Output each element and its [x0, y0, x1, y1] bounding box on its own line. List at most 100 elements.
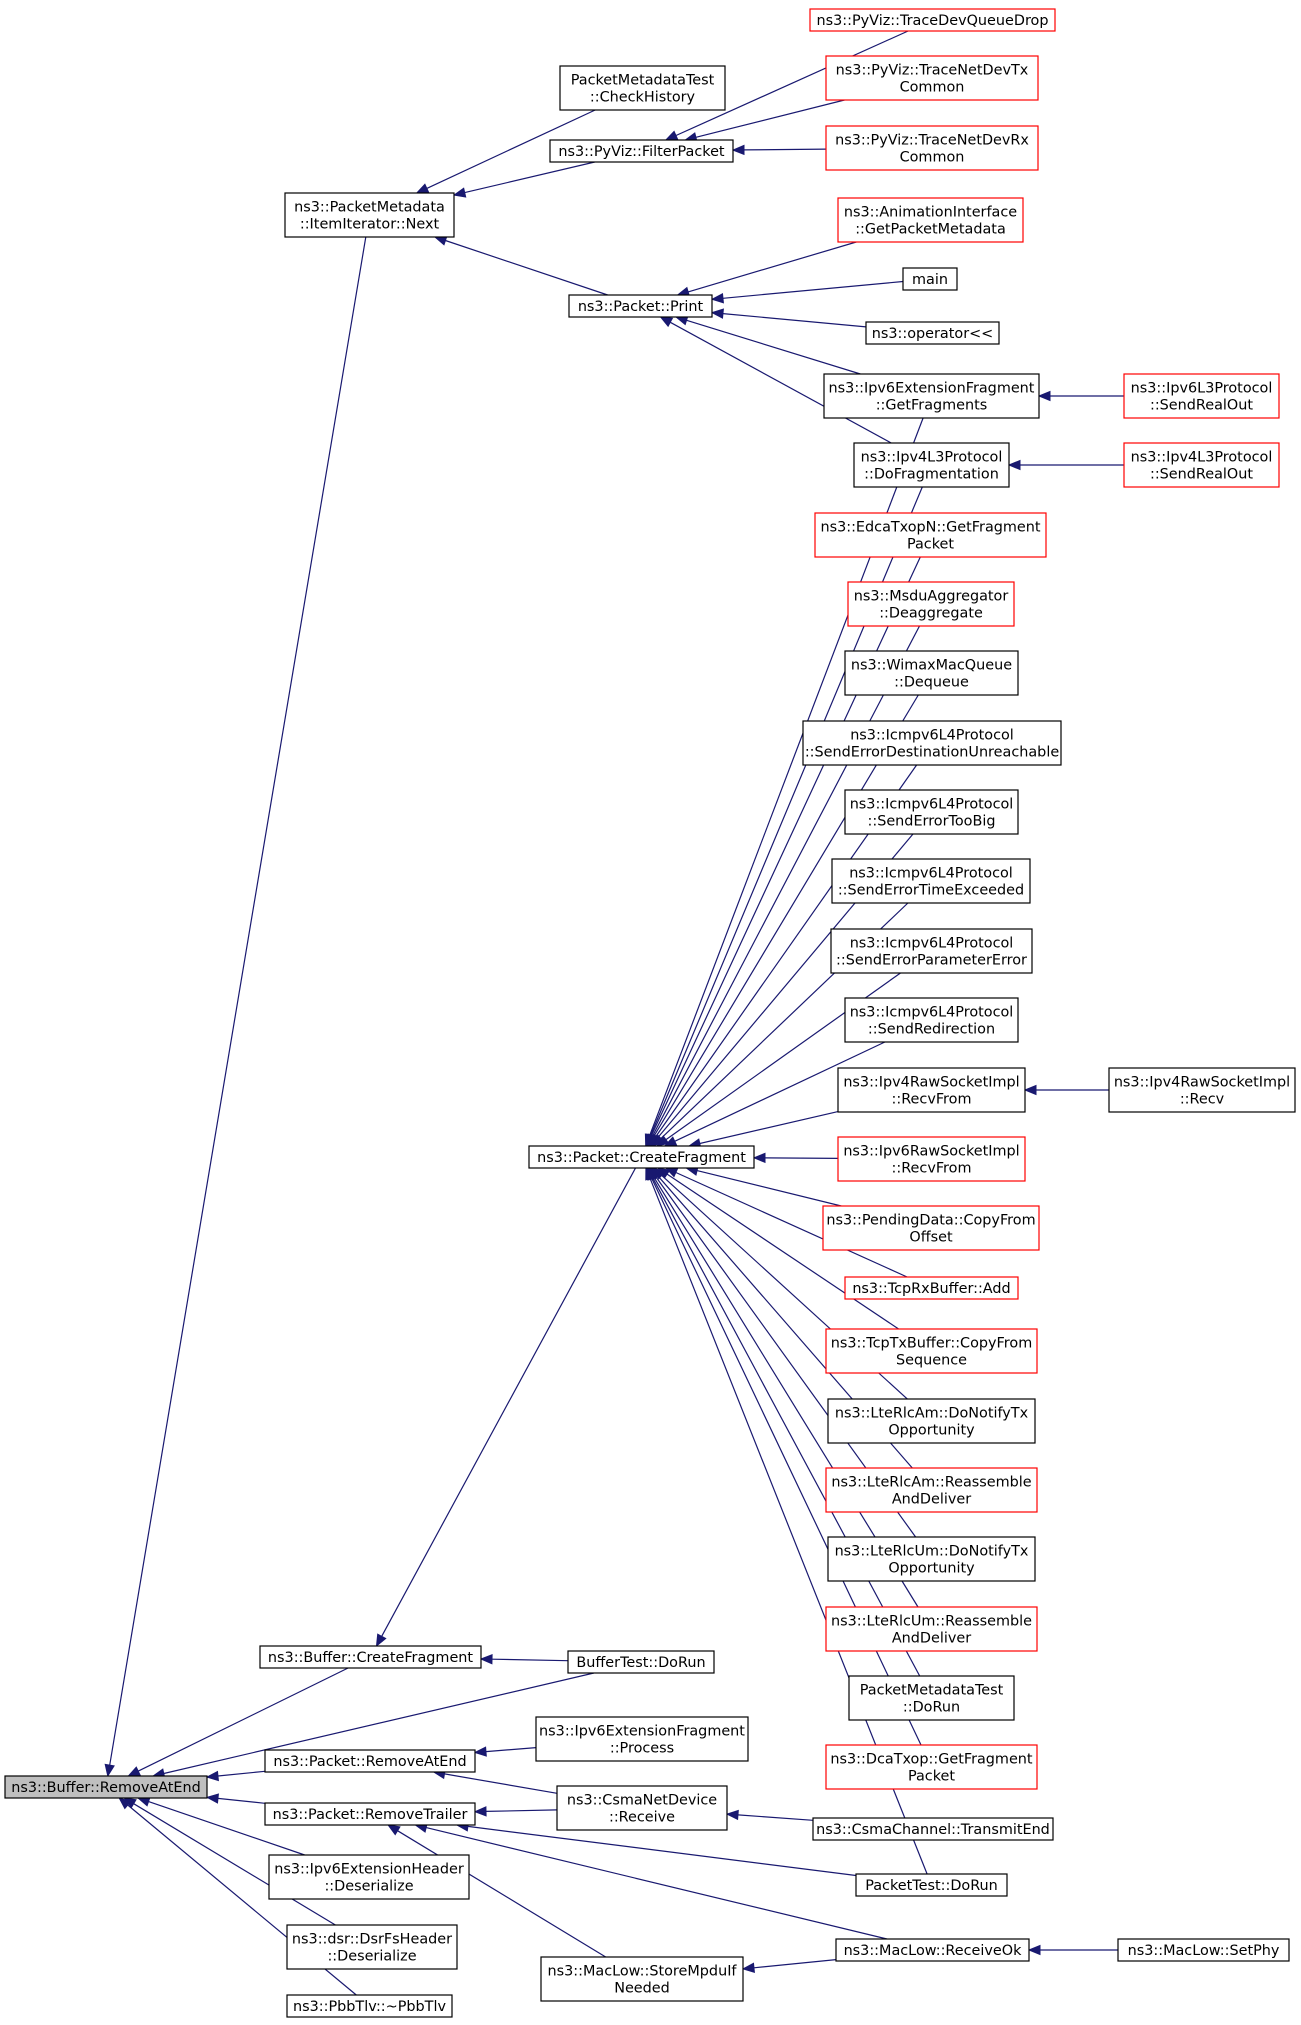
node-ipv4-raw-socket-recv[interactable]: ns3::Ipv4RawSocketImpl::Recv [1108, 1067, 1296, 1113]
node-icmpv6-send-redirection[interactable]: ns3::Icmpv6L4Protocol::SendRedirection [844, 997, 1019, 1043]
edge-ipv6_extension_fragment_process-to-packet_remove_at_end [473, 1746, 537, 1757]
edge-mac_low_receive_ok-to-mac_low_store_mpdu_if_needed [741, 1959, 837, 1973]
edge-packet_remove_at_end-to-buffer_remove_at_end [205, 1770, 266, 1782]
node-label-line: ns3::Buffer::RemoveAtEnd [11, 1780, 201, 1796]
node-box [844, 789, 1019, 835]
edge-line [467, 1825, 857, 1877]
node-label-line: ::Process [610, 1741, 674, 1757]
edge-pyviz_trace_net_dev_rx_common-to-pyviz_filter_packet [731, 144, 827, 156]
node-box [264, 1802, 476, 1826]
node-label-line: PacketMetadataTest [571, 73, 715, 89]
node-box [559, 65, 726, 111]
edge-arrowhead [1007, 459, 1021, 471]
node-ipv6-extension-header-deserialize[interactable]: ns3::Ipv6ExtensionHeader::Deserialize [268, 1854, 470, 1900]
node-animation-interface-get-packet-metadata[interactable]: ns3::AnimationInterface::GetPacketMetada… [837, 197, 1024, 243]
node-buffer-test-do-run[interactable]: BufferTest::DoRun [567, 1650, 715, 1674]
node-wimax-mac-queue-dequeue[interactable]: ns3::WimaxMacQueue::Dequeue [844, 650, 1019, 696]
node-layer: ns3::Buffer::RemoveAtEnd ns3::PacketMetad… [4, 8, 1296, 2018]
node-packet-metadata-test-do-run[interactable]: PacketMetadataTest::DoRun [848, 1675, 1015, 1721]
node-msdu-aggregator-deaggregate[interactable]: ns3::MsduAggregator::Deaggregate [847, 581, 1015, 627]
edge-packet_metadata_test_check_history-to-packet_metadata_item_iterator_next [415, 109, 596, 194]
edge-line [485, 1747, 537, 1753]
node-ipv6-raw-socket-recv-from[interactable]: ns3::Ipv6RawSocketImpl::RecvFrom [837, 1136, 1026, 1182]
node-box [825, 1328, 1038, 1374]
edge-line [426, 1827, 888, 1940]
node-ipv6l3-send-real-out[interactable]: ns3::Ipv6L3Protocol::SendRealOut [1123, 373, 1280, 419]
node-pyviz-trace-dev-queue-drop[interactable]: ns3::PyViz::TraceDevQueueDrop [809, 8, 1056, 32]
node-ipv4-raw-socket-recv-from[interactable]: ns3::Ipv4RawSocketImpl::RecvFrom [837, 1067, 1026, 1113]
node-ipv4l3-do-fragmentation[interactable]: ns3::Ipv4L3Protocol::DoFragmentation [853, 442, 1010, 488]
node-label-line: Needed [614, 1981, 670, 1997]
node-buffer-remove-at-end[interactable]: ns3::Buffer::RemoveAtEnd [4, 1775, 208, 1799]
node-box [556, 1785, 728, 1831]
node-box [1123, 442, 1280, 488]
edge-arrowhead [725, 1809, 739, 1821]
node-label-line: ::RecvFrom [892, 1161, 972, 1177]
node-packet-metadata-item-iterator-next[interactable]: ns3::PacketMetadata::ItemIterator::Next [284, 192, 455, 238]
node-tcp-rx-buffer-add[interactable]: ns3::TcpRxBuffer::Add [844, 1276, 1019, 1300]
node-ipv4l3-send-real-out[interactable]: ns3::Ipv4L3Protocol::SendRealOut [1123, 442, 1280, 488]
edge-line [651, 625, 921, 1137]
node-label-line: ::ItemIterator::Next [300, 217, 440, 233]
node-box [535, 1716, 749, 1762]
node-icmpv6-send-error-parameter-error[interactable]: ns3::Icmpv6L4Protocol::SendErrorParamete… [830, 928, 1033, 974]
node-mac-low-set-phy[interactable]: ns3::MacLow::SetPhy [1117, 1938, 1290, 1962]
edge-line [444, 1773, 558, 1794]
edge-line [652, 1177, 921, 1677]
node-ipv6-extension-fragment-process[interactable]: ns3::Ipv6ExtensionFragment::Process [535, 1716, 749, 1762]
node-box [837, 1136, 1026, 1182]
node-box [268, 1854, 470, 1900]
node-packet-metadata-test-check-history[interactable]: PacketMetadataTest::CheckHistory [559, 65, 726, 111]
edge-arrowhead [752, 1152, 766, 1164]
edge-arrowhead [479, 1653, 493, 1665]
node-pbb-tlv-destructor[interactable]: ns3::PbbTlv::~PbbTlv [286, 1994, 453, 2018]
node-label-line: ns3::LteRlcUm::Reassemble [831, 1614, 1032, 1630]
edge-line [666, 1173, 899, 1330]
node-icmpv6-send-error-destination-unreachable[interactable]: ns3::Icmpv6L4Protocol::SendErrorDestinat… [802, 720, 1062, 766]
node-label-line: Opportunity [888, 1561, 975, 1577]
node-buffer-create-fragment[interactable]: ns3::Buffer::CreateFragment [259, 1645, 482, 1669]
edge-line [670, 321, 892, 444]
edge-csma_channel_transmit_end-to-csma_net_device_receive [725, 1809, 814, 1821]
node-label-line: Common [900, 150, 965, 166]
edge-arrowhead [710, 308, 724, 319]
node-packet-create-fragment[interactable]: ns3::Packet::CreateFragment [528, 1145, 755, 1169]
node-csma-net-device-receive[interactable]: ns3::CsmaNetDevice::Receive [556, 1785, 728, 1831]
edge-arrowhead [1023, 1084, 1037, 1096]
node-icmpv6-send-error-time-exceeded[interactable]: ns3::Icmpv6L4Protocol::SendErrorTimeExce… [831, 858, 1031, 904]
edge-line [464, 161, 595, 194]
node-dsr-fs-header-deserialize[interactable]: ns3::dsr::DsrFsHeader::Deserialize [286, 1924, 458, 1970]
edge-packet_remove_trailer-to-buffer_remove_at_end [205, 1793, 266, 1804]
node-main[interactable]: main [902, 267, 958, 291]
node-mac-low-receive-ok[interactable]: ns3::MacLow::ReceiveOk [835, 1938, 1030, 1962]
node-operator-shift[interactable]: ns3::operator<< [865, 321, 1000, 345]
node-packet-remove-at-end[interactable]: ns3::Packet::RemoveAtEnd [264, 1749, 476, 1773]
node-label-line: ns3::PyViz::TraceNetDevTx [836, 63, 1029, 79]
node-label-line: ::SendErrorDestinationUnreachable [805, 745, 1060, 761]
node-label-line: ns3::PbbTlv::~PbbTlv [293, 1999, 446, 2015]
edge-line [695, 99, 845, 138]
node-ipv6-extension-fragment-get-fragments[interactable]: ns3::Ipv6ExtensionFragment::GetFragments [823, 373, 1040, 419]
node-icmpv6-send-error-too-big[interactable]: ns3::Icmpv6L4Protocol::SendErrorTooBig [844, 789, 1019, 835]
node-packet-print[interactable]: ns3::Packet::Print [568, 294, 713, 318]
edge-line [722, 313, 867, 328]
node-csma-channel-transmit-end[interactable]: ns3::CsmaChannel::TransmitEnd [812, 1817, 1054, 1841]
node-pyviz-filter-packet[interactable]: ns3::PyViz::FilterPacket [549, 139, 734, 163]
node-packet-remove-trailer[interactable]: ns3::Packet::RemoveTrailer [264, 1802, 476, 1826]
node-label-line: ::Receive [609, 1810, 675, 1826]
node-label-line: Common [900, 80, 965, 96]
node-packet-test-do-run[interactable]: PacketTest::DoRun [855, 1873, 1008, 1897]
node-label-line: main [912, 272, 948, 288]
node-box [259, 1645, 482, 1669]
